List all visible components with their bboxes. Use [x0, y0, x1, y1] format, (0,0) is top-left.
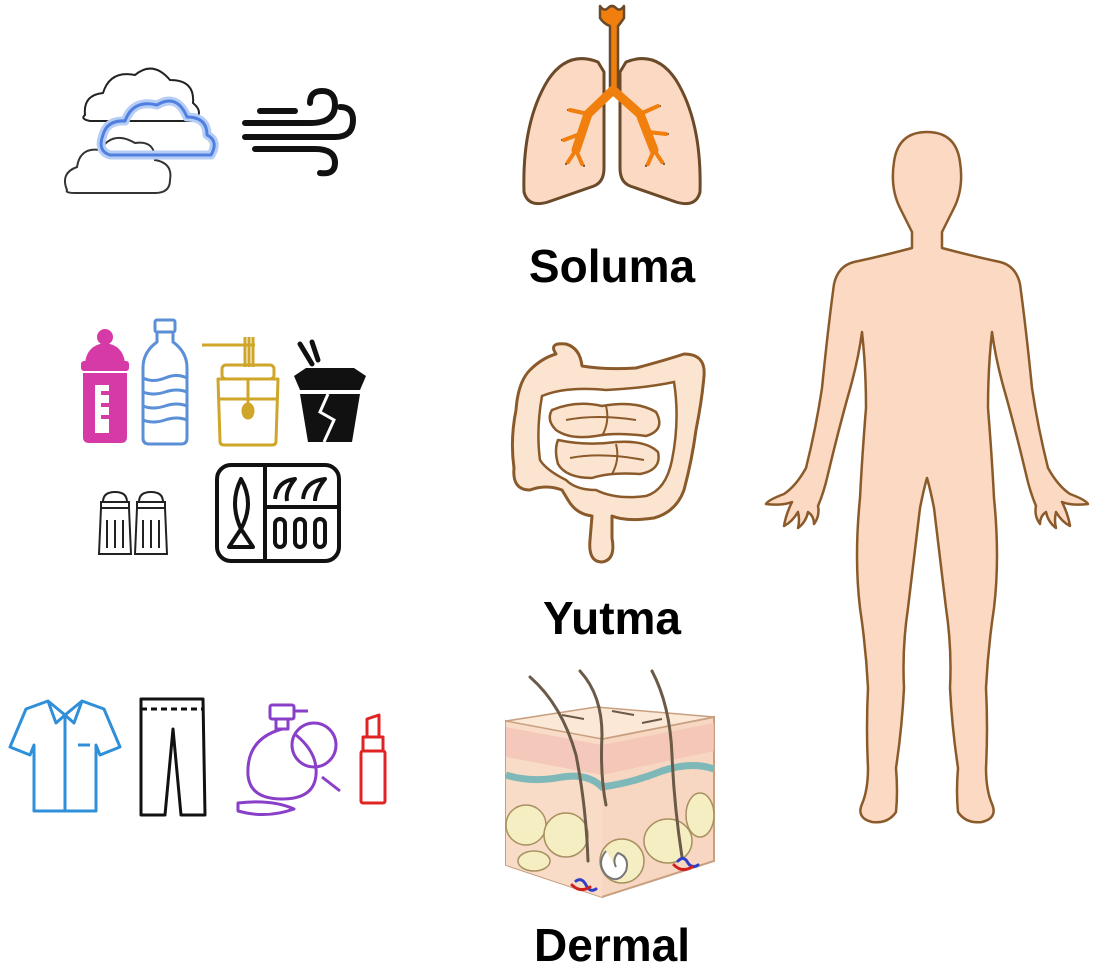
takeout-box-icon — [290, 340, 370, 445]
honey-jar-icon — [200, 333, 285, 448]
wind-icon — [240, 85, 360, 175]
pants-icon — [135, 695, 210, 820]
water-bottle-icon — [135, 318, 195, 448]
lungs-icon — [518, 2, 708, 217]
intestines-icon — [506, 340, 711, 565]
perfume-bottle-icon — [232, 695, 342, 820]
lipstick-icon — [358, 713, 388, 808]
dermal-label: Dermal — [462, 922, 762, 968]
ingestion-label: Yutma — [462, 595, 762, 641]
skin-layers-icon — [492, 665, 732, 920]
salt-pepper-shakers-icon — [95, 488, 175, 558]
baby-bottle-icon — [75, 325, 135, 445]
shirt-icon — [8, 695, 123, 815]
inhalation-label: Soluma — [462, 243, 762, 289]
human-body-icon — [762, 128, 1092, 833]
food-tray-icon — [215, 463, 345, 563]
cloud-icon — [95, 85, 225, 175]
